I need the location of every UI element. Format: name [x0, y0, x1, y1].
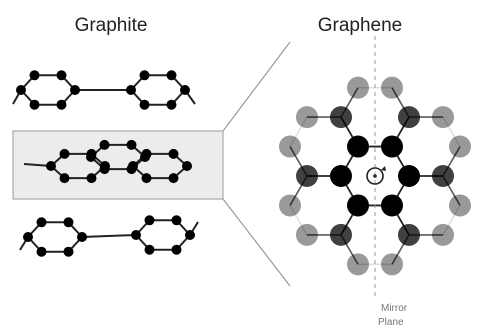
carbon-atom	[141, 173, 152, 184]
carbon-atom	[86, 173, 97, 184]
carbon-atom	[144, 244, 155, 255]
mirror-label-line1: Mirror	[381, 303, 408, 314]
carbon-atom	[99, 164, 110, 175]
carbon-atom	[23, 232, 33, 242]
graphene-atom	[296, 223, 318, 246]
graphene-atom	[432, 106, 454, 129]
carbon-atom	[128, 161, 138, 171]
carbon-atom	[36, 246, 47, 257]
graphene-lattice	[279, 76, 471, 276]
graphene-atom	[381, 194, 403, 217]
carbon-atom	[166, 70, 177, 81]
graphene-atom	[347, 76, 369, 99]
graphene-atom	[381, 253, 403, 276]
graphene-atom	[330, 106, 352, 129]
carbon-atom	[29, 99, 40, 110]
graphene-atom	[381, 135, 403, 158]
carbon-atom	[36, 217, 47, 228]
carbon-atom	[70, 85, 80, 95]
carbon-atom	[77, 232, 87, 242]
graphene-atom	[296, 106, 318, 129]
carbon-atom	[63, 246, 74, 257]
carbon-atom	[126, 85, 136, 95]
carbon-atom	[56, 99, 67, 110]
graphite-layer-top	[12, 70, 196, 110]
carbon-atom	[56, 70, 67, 81]
graphene-atom	[296, 165, 318, 187]
carbon-atom	[168, 148, 179, 159]
carbon-atom	[185, 230, 195, 240]
graphene-bond	[442, 116, 461, 147]
carbon-atom	[99, 139, 110, 150]
graphene-bond	[442, 205, 461, 236]
zoom-line-top	[222, 41, 291, 132]
graphene-atom	[398, 106, 420, 129]
graphene-atom	[449, 194, 471, 217]
carbon-atom	[139, 99, 150, 110]
graphene-atom	[398, 223, 420, 246]
graphene-atom	[398, 165, 420, 187]
carbon-atom	[139, 70, 150, 81]
graphene-bond	[289, 205, 308, 236]
graphene-atom	[381, 76, 403, 99]
carbon-atom	[59, 148, 70, 159]
carbon-atom	[171, 215, 182, 226]
carbon-atom	[180, 85, 190, 95]
carbon-atom	[131, 230, 141, 240]
carbon-atom	[63, 217, 74, 228]
carbon-atom	[29, 70, 40, 81]
graphene-atom	[330, 223, 352, 246]
graphene-atom	[449, 135, 471, 158]
carbon-atom	[141, 148, 152, 159]
carbon-atom	[144, 215, 155, 226]
carbon-atom	[182, 161, 192, 171]
mirror-label-line2: Plane	[378, 317, 404, 328]
zoom-line-bottom	[222, 198, 291, 287]
carbon-atom	[126, 139, 137, 150]
carbon-atom	[171, 244, 182, 255]
graphene-atom	[347, 253, 369, 276]
graphene-title: Graphene	[318, 15, 403, 36]
graphite-title: Graphite	[75, 15, 148, 36]
graphite-layer-middle	[23, 139, 192, 184]
graphene-bond	[289, 116, 308, 147]
graphene-atom	[279, 194, 301, 217]
graphite-layer-bottom	[19, 215, 199, 257]
graphene-atom	[432, 223, 454, 246]
carbon-atom	[46, 161, 56, 171]
graphene-atom	[432, 165, 454, 187]
graphene-atom	[347, 135, 369, 158]
carbon-atom	[168, 173, 179, 184]
carbon-atom	[16, 85, 26, 95]
carbon-atom	[59, 173, 70, 184]
carbon-atom	[166, 99, 177, 110]
carbon-atom	[86, 152, 96, 162]
graphene-atom	[279, 135, 301, 158]
graphene-atom	[330, 165, 352, 187]
graphene-atom	[347, 194, 369, 217]
rotation-axis-icon	[366, 166, 386, 185]
graphite-bond	[81, 234, 137, 238]
